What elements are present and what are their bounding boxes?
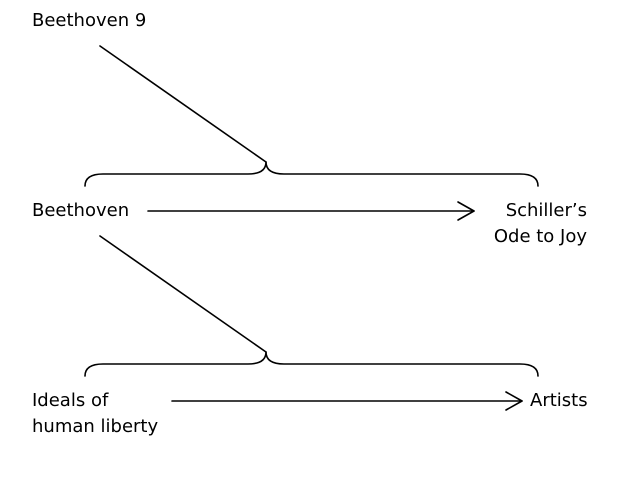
node-beethoven-text: Beethoven (32, 200, 130, 221)
node-schillers-ode-to-joy: Schiller’s Ode to Joy (494, 198, 587, 250)
node-beethoven: Beethoven (32, 198, 129, 224)
node-beethoven-9-text: Beethoven 9 (32, 10, 147, 31)
connector-beethoven9-to-brace (99, 45, 267, 163)
node-schiller-line-2: Ode to Joy (493, 226, 587, 247)
arrowhead-schiller (457, 201, 475, 221)
brace-top (84, 161, 539, 187)
node-artists-text: Artists (530, 390, 588, 411)
arrowhead-artists (505, 391, 523, 411)
node-ideals-of-human-liberty: Ideals of human liberty (32, 388, 158, 440)
node-ideals-line-2: human liberty (32, 416, 159, 437)
brace-bottom (84, 351, 539, 377)
node-schiller-line-1: Schiller’s (505, 200, 587, 221)
node-beethoven-9: Beethoven 9 (32, 8, 146, 34)
node-artists: Artists (530, 388, 588, 414)
node-ideals-line-1: Ideals of (32, 390, 109, 411)
connector-beethoven-to-brace (99, 235, 267, 353)
